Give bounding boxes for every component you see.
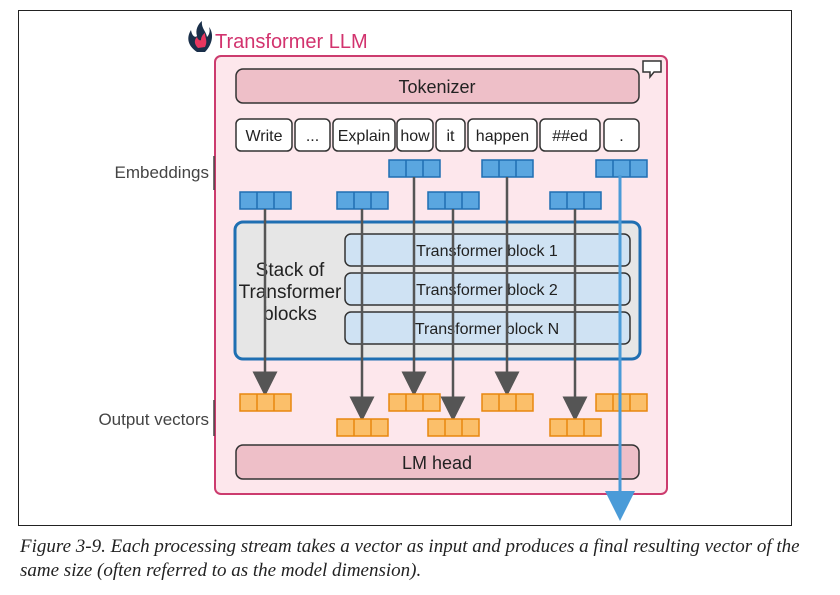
output-vector [239,393,292,412]
embedding-vector [595,159,648,178]
stack-label-line-1: Stack of [256,260,325,281]
transformer-block-2 [344,272,631,306]
lm-head-bar [235,444,640,480]
embedding-vector [549,191,602,210]
token-text: how [400,128,430,145]
speech-bubble-icon [642,60,662,80]
token-text: ... [306,128,319,145]
output-vectors-label: Output vectors [98,410,209,429]
stack-label-line-2: Transformer [239,282,342,303]
token-text: ##ed [552,128,588,145]
transformer-llm-diagram: Transformer LLM Tokenizer Write... Explai… [98,21,668,521]
token-box [539,118,601,152]
token-text: happen [476,128,529,145]
output-vectors [239,393,648,437]
output-vector [549,418,602,437]
embeddings-label: Embeddings [114,163,209,182]
output-vector [388,393,441,412]
token-box [235,118,293,152]
token-text: Write [245,128,282,145]
token-box [435,118,466,152]
transformer-block-n [344,311,631,345]
token-box [467,118,538,152]
token-text: Explain [338,128,390,145]
token-text: it [447,128,456,145]
output-vector [336,418,389,437]
figure-frame [18,10,792,526]
tokenizer-bar [235,68,640,104]
embedding-vector [481,159,534,178]
embedding-vector [336,191,389,210]
token-box [332,118,396,152]
token-text: . [619,128,623,145]
transformer-block-n-label: Transformer block N [415,321,559,338]
transformer-block-1 [344,233,631,267]
embedding-vector [388,159,441,178]
stack-label-line-3: blocks [263,304,317,325]
diagram-title: Transformer LLM [215,31,368,53]
embedding-vectors [239,159,648,210]
token-box [603,118,640,152]
embedding-vector [239,191,292,210]
lm-head-label: LM head [402,453,472,473]
embedding-vector [427,191,480,210]
tokenizer-label: Tokenizer [398,77,475,97]
token-box [294,118,331,152]
token-box [396,118,434,152]
processing-streams [252,177,588,422]
transformer-logo-icon [188,21,213,52]
transformer-block-1-label: Transformer block 1 [416,243,558,260]
output-vector [481,393,534,412]
output-vector [427,418,480,437]
transformer-block-2-label: Transformer block 2 [416,282,558,299]
figure-caption: Figure 3-9. Each processing stream takes… [20,536,800,581]
